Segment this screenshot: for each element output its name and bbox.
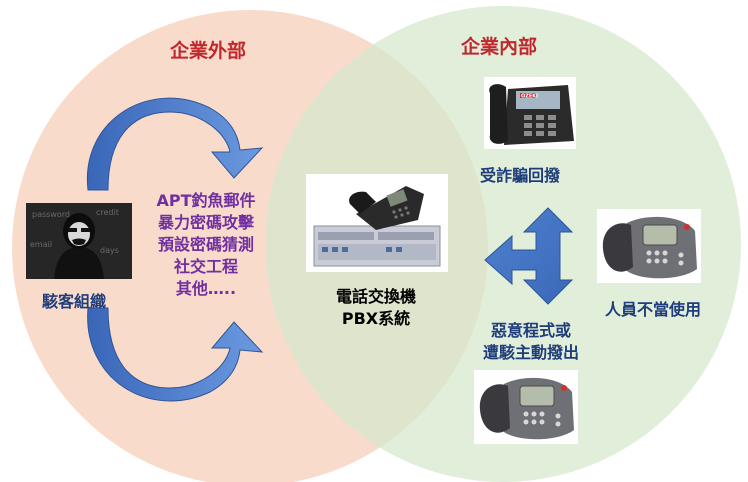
pbx-phone-icon [306, 174, 448, 272]
pbx-label-line2: PBX系統 [341, 309, 411, 328]
hacker-label: 駭客組織 [42, 292, 107, 311]
attack-item: APT釣魚郵件 [156, 191, 256, 210]
office-phone-icon [597, 209, 701, 283]
hacker-icon: password credit email days [26, 203, 132, 279]
attack-item: 其他….. [175, 279, 237, 298]
top-curved-arrow [86, 97, 264, 191]
attack-list: APT釣魚郵件 暴力密碼攻擊 預設密碼猜測 社交工程 其他….. [147, 190, 265, 300]
malware-label: 惡意程式或 遭駭主動撥出 [470, 320, 592, 364]
outside-title: 企業外部 [170, 40, 247, 62]
attack-item: 暴力密碼攻擊 [157, 213, 254, 232]
bottom-curved-arrow [87, 307, 264, 402]
fraud-callback-label: 受詐騙回撥 [480, 166, 561, 185]
inside-title: 企業內部 [461, 36, 538, 58]
svg-text:days: days [100, 246, 119, 255]
pbx-label-line1: 電話交換機 [335, 287, 416, 306]
cross-arrow [484, 207, 574, 305]
attack-item: 社交工程 [173, 257, 238, 276]
svg-text:credit: credit [96, 208, 119, 217]
phone-brand: OZEKI [521, 94, 538, 100]
ozeki-phone-icon: OZEKI [484, 77, 576, 149]
pbx-label: 電話交換機 PBX系統 [318, 286, 434, 330]
svg-text:email: email [30, 240, 52, 249]
malware-label-line2: 遭駭主動撥出 [482, 343, 579, 362]
attack-item: 預設密碼猜測 [157, 235, 254, 254]
staff-misuse-label: 人員不當使用 [605, 300, 702, 319]
svg-text:password: password [32, 210, 70, 219]
office-phone-icon-bottom [474, 370, 578, 444]
malware-label-line1: 惡意程式或 [490, 321, 571, 340]
